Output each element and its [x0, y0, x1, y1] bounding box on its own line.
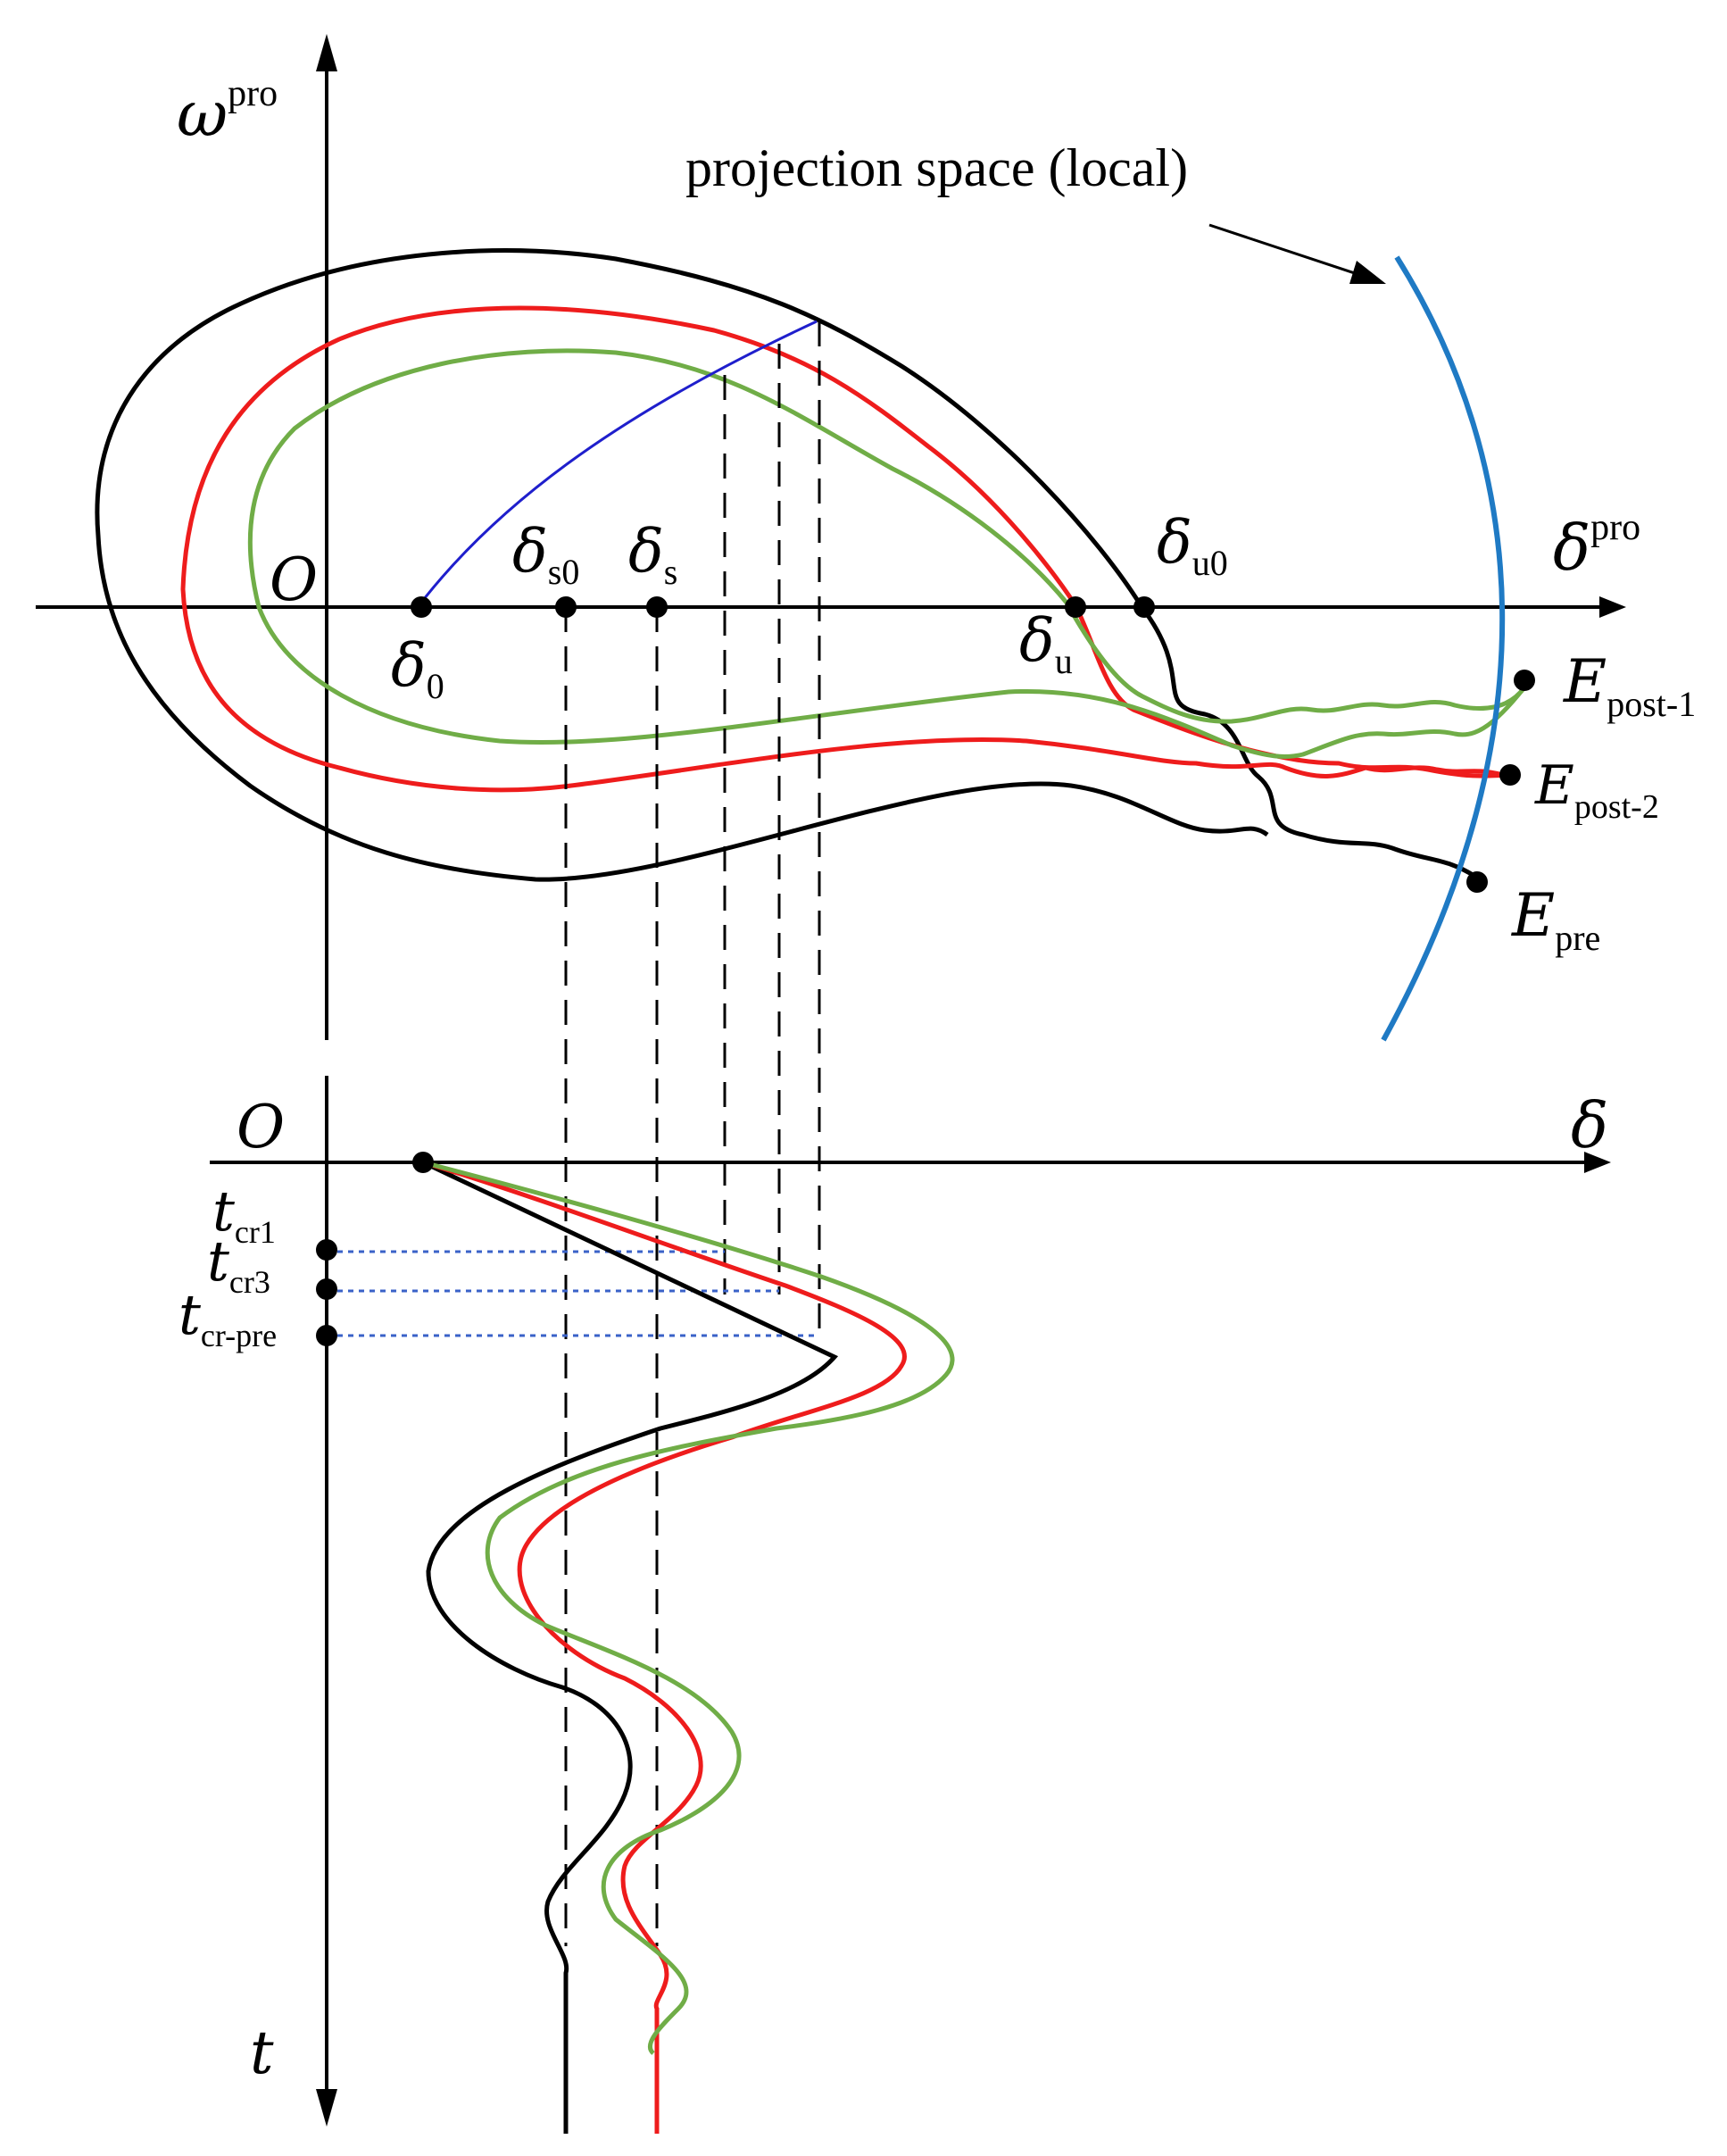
point-E-post2	[1499, 764, 1521, 786]
black-curve-bottom	[421, 1160, 839, 2134]
annotation-arrowhead	[1349, 261, 1386, 284]
black-trajectory-top	[95, 248, 1479, 882]
red-curve-bottom	[422, 1160, 907, 2134]
point-E-pre	[1466, 871, 1488, 893]
bottom-x-axis-arrow	[1584, 1152, 1611, 1173]
t-axis-label: t	[250, 2019, 274, 2087]
point-delta0	[411, 596, 432, 618]
bottom-origin-label: O	[237, 1093, 285, 1161]
point-delta-s	[646, 596, 668, 618]
top-origin-label: O	[270, 545, 318, 614]
projection-space-arc	[1381, 255, 1506, 1042]
projection-annotation: projection space (local)	[685, 138, 1188, 197]
delta-s0-label: δs0	[512, 517, 579, 592]
delta-u-label: δu	[1019, 606, 1073, 681]
tcr3-label: tcr3	[207, 1228, 270, 1300]
omega-label: ωpro	[177, 73, 278, 151]
tcr1-label: tcr1	[212, 1178, 276, 1250]
point-tcr-pre	[316, 1325, 337, 1346]
bottom-delta-label: δ	[1571, 1089, 1608, 1162]
delta0-label: δ0	[391, 631, 444, 706]
E-post2-label: Epost-2	[1534, 754, 1659, 826]
omega-axis-arrow	[316, 34, 337, 71]
point-delta-u	[1065, 596, 1086, 618]
delta-pro-label: δpro	[1553, 507, 1640, 585]
annotation-arrow	[1208, 223, 1380, 283]
tcr-pre-label: tcr-pre	[179, 1282, 277, 1353]
red-trajectory-tail	[1073, 604, 1509, 778]
marker-points	[316, 596, 1535, 1346]
point-tcr1	[316, 1239, 337, 1261]
green-curve-bottom	[422, 1160, 955, 2055]
delta-s-label: δs	[628, 517, 677, 592]
delta-u0-label: δu0	[1157, 508, 1228, 583]
point-delta-u0	[1133, 596, 1155, 618]
dashed-verticals	[564, 321, 821, 1946]
point-bottom-origin	[412, 1152, 434, 1173]
E-pre-label: Epre	[1511, 881, 1600, 958]
point-tcr3	[316, 1278, 337, 1300]
time-dotted-lines	[327, 1250, 819, 1337]
red-trajectory-top	[180, 305, 1509, 793]
point-delta-s0	[555, 596, 577, 618]
blue-boundary-line	[416, 320, 818, 608]
t-axis-arrow	[316, 2089, 337, 2127]
E-post1-label: Epost-1	[1563, 647, 1696, 724]
top-x-axis-arrow	[1599, 596, 1626, 618]
point-E-post1	[1514, 670, 1535, 691]
